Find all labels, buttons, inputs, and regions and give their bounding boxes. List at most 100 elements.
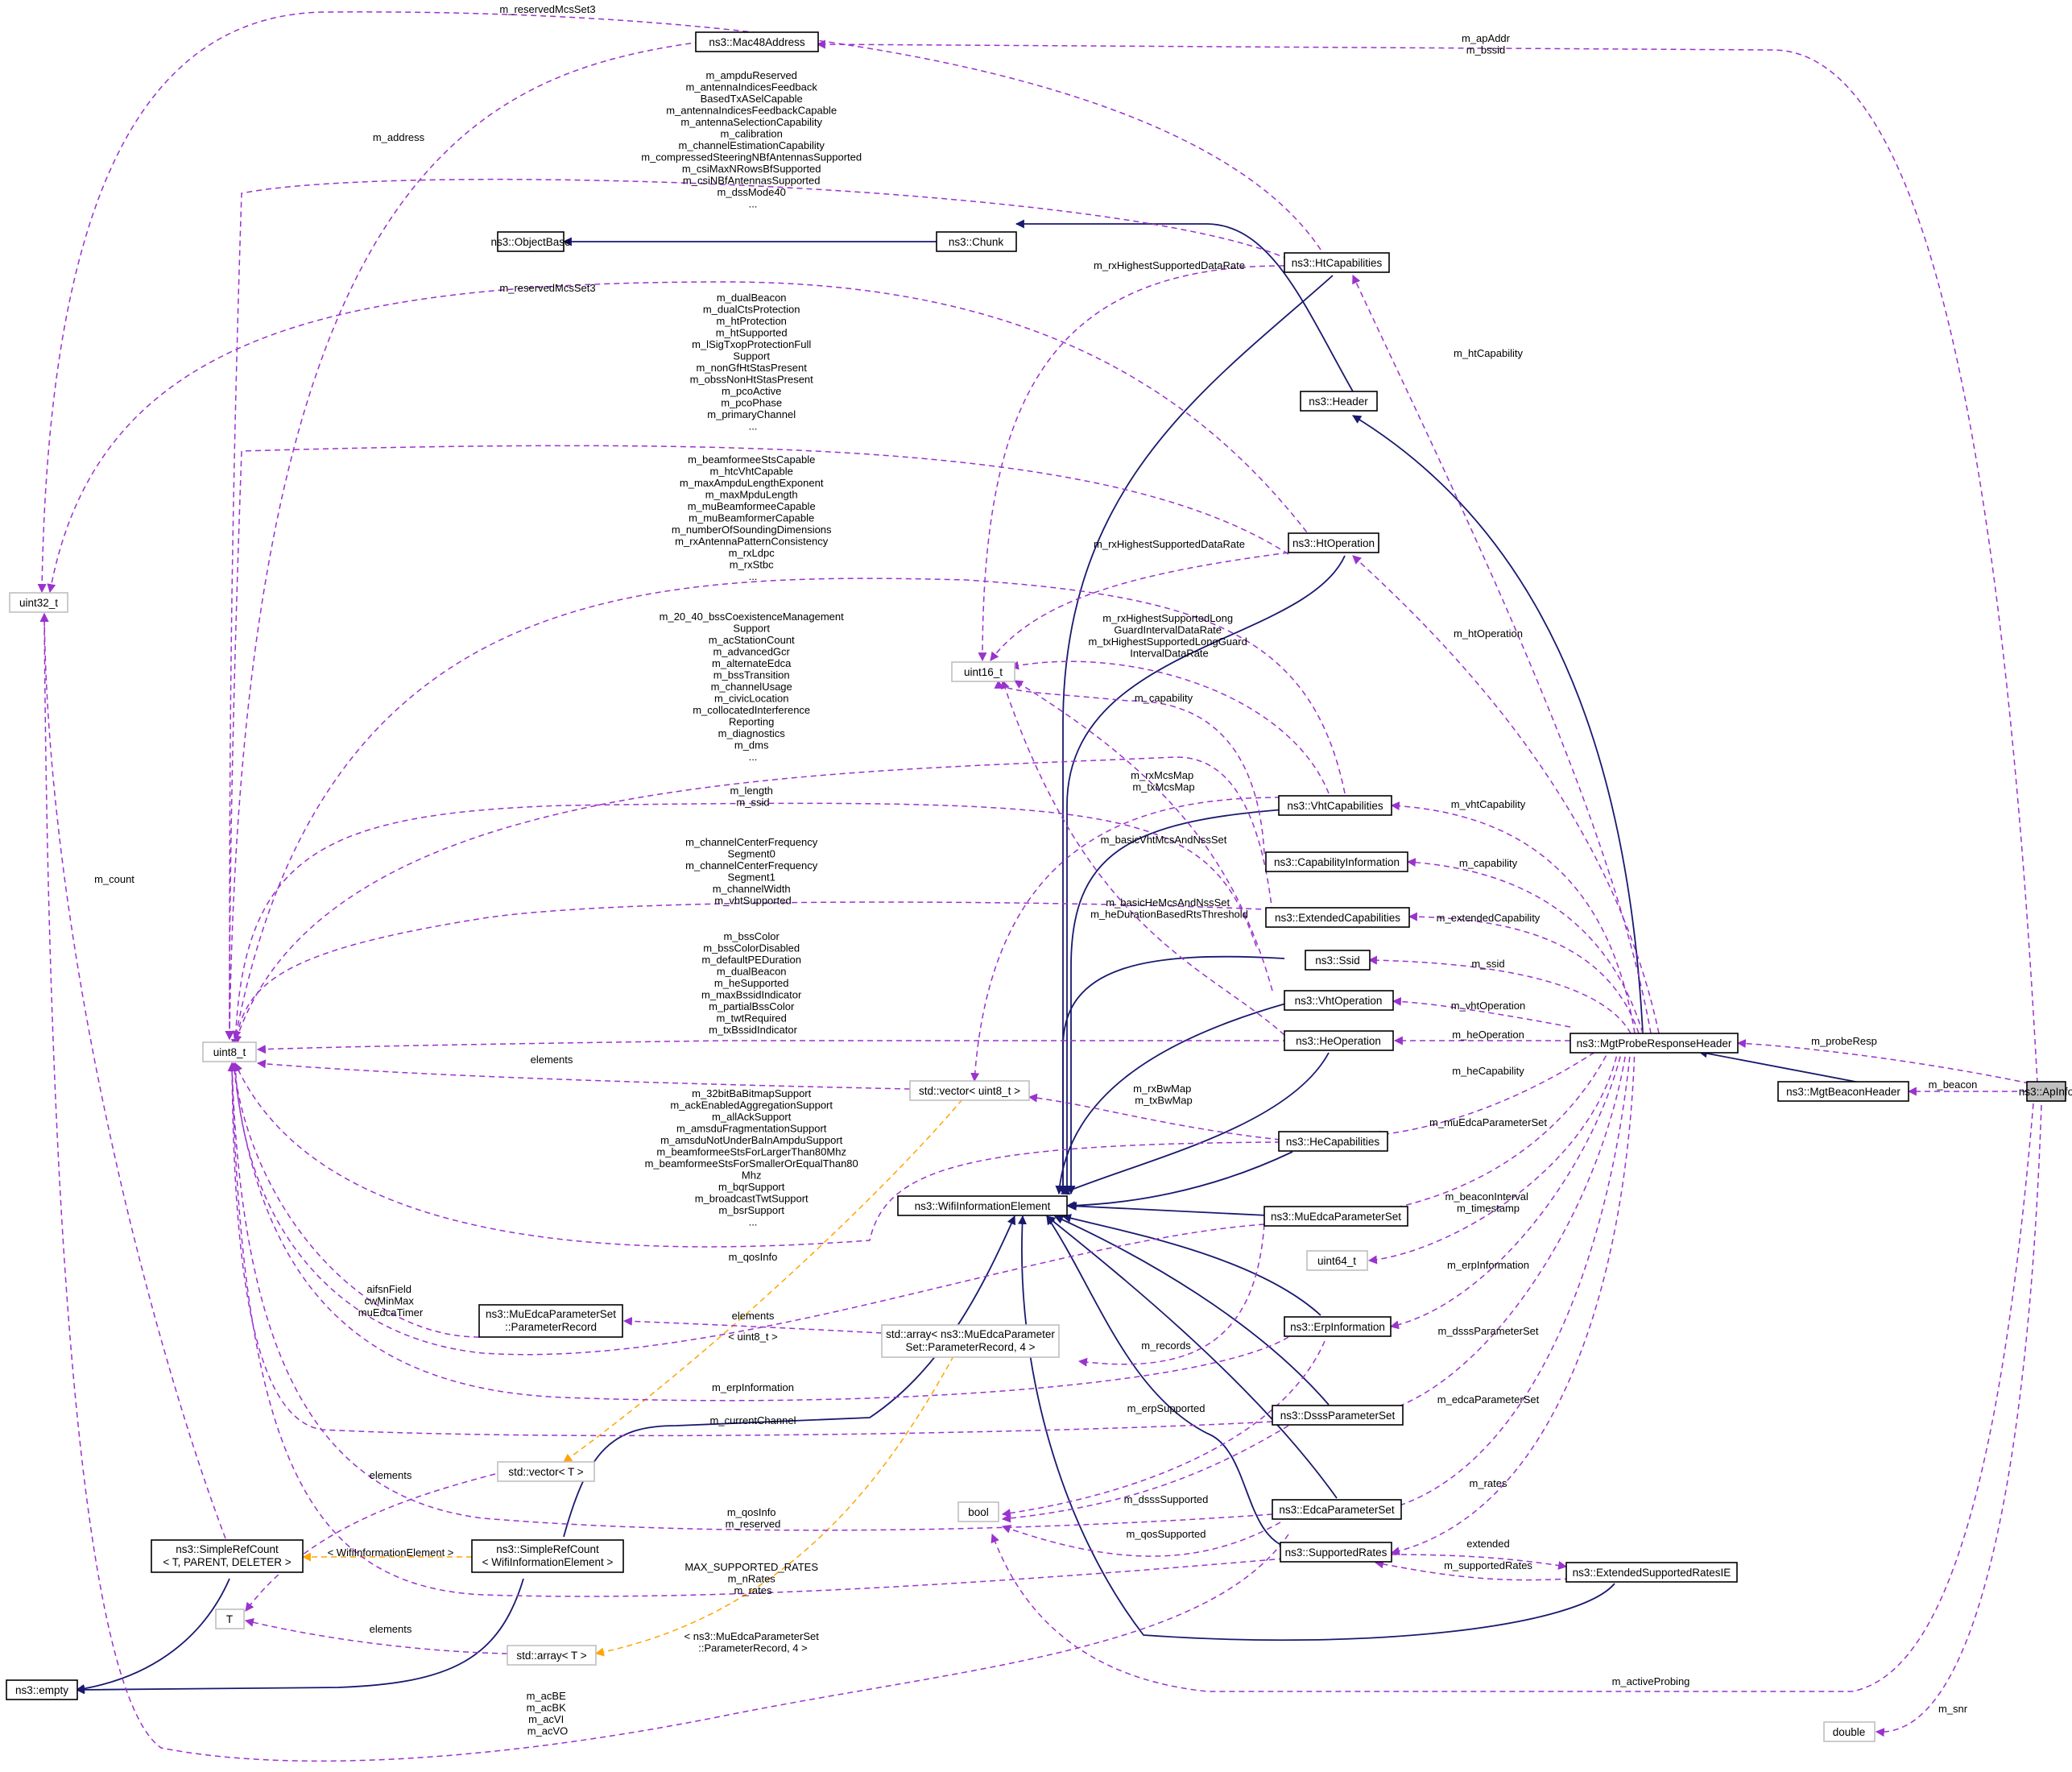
edge-ssid-wie xyxy=(1058,955,1285,1195)
edge-edca-wie xyxy=(1046,1215,1338,1499)
svg-text:ns3::Header: ns3::Header xyxy=(1309,395,1368,408)
label-extended: extended xyxy=(1466,1538,1510,1550)
node-chunk[interactable]: ns3::Chunk xyxy=(936,231,1017,252)
label-dsssParameterSet: m_dsssParameterSet xyxy=(1438,1325,1539,1337)
edge-htop-uint32 xyxy=(47,281,1313,594)
node-uint64[interactable]: uint64_t xyxy=(1306,1250,1368,1271)
edge-probe-edca xyxy=(1382,1046,1632,1513)
label-edcaParameterSet: m_edcaParameterSet xyxy=(1437,1393,1540,1406)
node-header[interactable]: ns3::Header xyxy=(1300,391,1378,412)
label-qosInfo-mu: m_qosInfo xyxy=(729,1251,778,1263)
label-htop-members: m_dualBeacon m_dualCtsProtection m_htPro… xyxy=(690,292,817,433)
edge-muedca-arrrec xyxy=(1077,1223,1265,1367)
edge-srcW-wie xyxy=(563,1215,1016,1538)
node-objectbase[interactable]: ns3::ObjectBase xyxy=(490,231,571,252)
label-elements-vec: elements xyxy=(531,1054,573,1066)
edge-vhtop-uint8 xyxy=(231,901,1281,1051)
edge-arrT-T xyxy=(244,1617,508,1654)
node-hecapabilities[interactable]: ns3::HeCapabilities xyxy=(1278,1131,1388,1152)
node-array-T[interactable]: std::array< T > xyxy=(507,1645,597,1666)
node-erpinformation[interactable]: ns3::ErpInformation xyxy=(1284,1316,1392,1337)
svg-text:::ParameterRecord: ::ParameterRecord xyxy=(505,1321,597,1333)
label-reservedMcsSet-mid: m_reservedMcsSet3 xyxy=(499,282,595,294)
edge-erp-wie xyxy=(1061,1214,1321,1316)
svg-text:ns3::SimpleRefCount: ns3::SimpleRefCount xyxy=(496,1543,599,1555)
node-supportedrates[interactable]: ns3::SupportedRates xyxy=(1280,1542,1392,1563)
node-double[interactable]: double xyxy=(1823,1721,1876,1742)
label-probeResp: m_probeResp xyxy=(1811,1035,1877,1047)
svg-text:ns3::Mac48Address: ns3::Mac48Address xyxy=(709,36,805,48)
edge-suprates-wie xyxy=(1046,1215,1285,1547)
label-heOperation: m_heOperation xyxy=(1452,1029,1524,1041)
node-extendedsupportedratesie[interactable]: ns3::ExtendedSupportedRatesIE xyxy=(1565,1562,1738,1583)
label-htcap-members: m_ampduReserved m_antennaIndicesFeedback… xyxy=(641,69,865,210)
node-vhtcapabilities[interactable]: ns3::VhtCapabilities xyxy=(1278,795,1392,816)
node-mgtbeaconheader[interactable]: ns3::MgtBeaconHeader xyxy=(1777,1081,1909,1102)
edge-header-chunk xyxy=(1015,219,1354,392)
node-uint32[interactable]: uint32_t xyxy=(9,592,68,613)
label-qosInfo-edca: m_qosInfo m_reserved xyxy=(726,1506,781,1530)
edge-apinfo-mac48 xyxy=(816,39,2038,1084)
svg-text:ns3::VhtCapabilities: ns3::VhtCapabilities xyxy=(1287,800,1383,812)
label-capability-u16: m_capability xyxy=(1135,692,1193,704)
label-vhtcap-members: m_beamformeeStsCapable m_htcVhtCapable m… xyxy=(672,453,834,582)
edge-htcap-uint32-top xyxy=(37,11,1321,594)
svg-text:ns3::VhtOperation: ns3::VhtOperation xyxy=(1295,995,1383,1007)
label-count: m_count xyxy=(94,873,134,885)
edge-apinfo-probe xyxy=(1736,1039,2030,1084)
node-simplerefcount-T[interactable]: ns3::SimpleRefCount< T, PARENT, DELETER … xyxy=(151,1539,304,1573)
node-parameterrecord[interactable]: ns3::MuEdcaParameterSet::ParameterRecord xyxy=(478,1304,623,1338)
node-empty[interactable]: ns3::empty xyxy=(6,1679,78,1700)
node-uint16[interactable]: uint16_t xyxy=(951,661,1015,682)
node-apinfo[interactable]: ns3::ApInfo xyxy=(2019,1081,2072,1102)
edge-dsss-bool xyxy=(1001,1425,1289,1523)
label-uint8-tmpl: < uint8_t > xyxy=(728,1331,777,1343)
node-vector-uint8[interactable]: std::vector< uint8_t > xyxy=(909,1080,1030,1101)
svg-text:std::array< ns3::MuEdcaParamet: std::array< ns3::MuEdcaParameter xyxy=(886,1328,1055,1340)
node-wifiinformationelement[interactable]: ns3::WifiInformationElement xyxy=(897,1195,1068,1216)
node-mgtproberesponseheader[interactable]: ns3::MgtProbeResponseHeader xyxy=(1570,1033,1739,1054)
edge-edca-uint32 xyxy=(39,612,1289,1762)
node-capabilityinformation[interactable]: ns3::CapabilityInformation xyxy=(1265,851,1408,872)
template-edges xyxy=(301,1099,963,1657)
label-supportedRates: m_supportedRates xyxy=(1444,1559,1532,1571)
edge-htcap-uint8 xyxy=(225,178,1289,1041)
inheritance-edges xyxy=(75,219,1865,1695)
label-htop-rate: m_rxHighestSupportedDataRate xyxy=(1094,538,1245,550)
nodes: ns3::Mac48Address ns3::ObjectBase ns3::C… xyxy=(6,31,2072,1742)
node-ssid[interactable]: ns3::Ssid xyxy=(1305,950,1371,971)
node-htcapabilities[interactable]: ns3::HtCapabilities xyxy=(1284,252,1390,273)
node-dsssparameterset[interactable]: ns3::DsssParameterSet xyxy=(1272,1405,1404,1426)
node-htoperation[interactable]: ns3::HtOperation xyxy=(1288,532,1379,553)
edge-probe-muedca xyxy=(1371,1046,1611,1215)
edge-muedca-wie xyxy=(1067,1201,1268,1216)
edge-extsup-suprates xyxy=(1374,1559,1571,1581)
svg-text:uint32_t: uint32_t xyxy=(19,597,58,609)
node-simplerefcount-wie[interactable]: ns3::SimpleRefCount< WifiInformationElem… xyxy=(471,1539,624,1573)
label-heCapability: m_heCapability xyxy=(1452,1065,1524,1077)
edge-beacon-probe xyxy=(1698,1049,1865,1084)
label-vht-rates: m_rxHighestSupportedLong GuardIntervalDa… xyxy=(1089,612,1251,660)
node-heoperation[interactable]: ns3::HeOperation xyxy=(1284,1030,1394,1051)
node-uint8[interactable]: uint8_t xyxy=(202,1041,257,1062)
node-vhtoperation[interactable]: ns3::VhtOperation xyxy=(1284,990,1394,1011)
edge-ssid-uint8 xyxy=(230,802,1257,1049)
svg-text:ns3::ApInfo: ns3::ApInfo xyxy=(2019,1086,2072,1098)
node-edcaparameterset[interactable]: ns3::EdcaParameterSet xyxy=(1272,1499,1402,1520)
label-beacon: m_beacon xyxy=(1929,1079,1978,1091)
edge-probe-capinfo xyxy=(1406,858,1644,1034)
label-mcsMap: m_rxMcsMap m_txMcsMap xyxy=(1131,769,1197,793)
node-extendedcapabilities[interactable]: ns3::ExtendedCapabilities xyxy=(1265,907,1410,928)
node-T[interactable]: T xyxy=(215,1608,245,1629)
svg-text:ns3::Chunk: ns3::Chunk xyxy=(949,236,1004,248)
svg-text:Set::ParameterRecord, 4 >: Set::ParameterRecord, 4 > xyxy=(906,1341,1036,1353)
node-array-parameterrecord[interactable]: std::array< ns3::MuEdcaParameterSet::Par… xyxy=(881,1324,1060,1358)
edge-suprates-uint8 xyxy=(227,1062,1285,1597)
node-mac48address[interactable]: ns3::Mac48Address xyxy=(695,31,819,52)
svg-text:ns3::WifiInformationElement: ns3::WifiInformationElement xyxy=(915,1200,1051,1212)
node-bool[interactable]: bool xyxy=(957,1501,999,1522)
node-muedcaparameterset[interactable]: ns3::MuEdcaParameterSet xyxy=(1263,1206,1408,1227)
edge-htcap-wie xyxy=(1058,275,1334,1195)
node-vector-T[interactable]: std::vector< T > xyxy=(497,1461,595,1482)
